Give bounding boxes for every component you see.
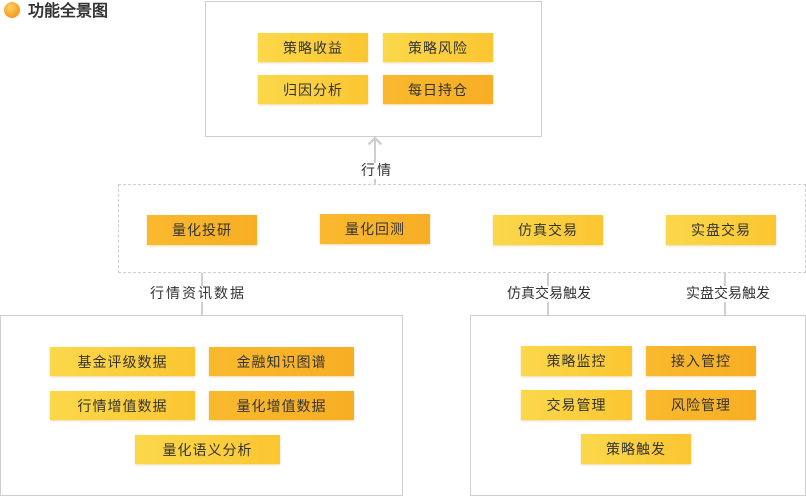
box-market-value-added-data: 行情增值数据 [50,391,195,420]
box-strategy-monitoring: 策略监控 [521,346,632,376]
box-strategy-risk: 策略风险 [383,33,493,62]
box-trade-management: 交易管理 [521,390,632,420]
box-quant-research: 量化投研 [147,215,257,245]
box-simulated-trading: 仿真交易 [493,215,603,245]
box-attribution-analysis: 归因分析 [258,75,368,104]
top-panel [205,1,542,137]
box-quant-backtest: 量化回测 [320,214,430,244]
box-live-trading: 实盘交易 [666,215,776,245]
box-daily-holdings: 每日持仓 [383,75,493,104]
page-title: 功能全景图 [28,1,109,20]
title-bullet-icon [4,2,20,18]
box-fund-rating-data: 基金评级数据 [50,347,195,376]
box-strategy-trigger: 策略触发 [581,434,691,464]
box-financial-knowledge-graph: 金融知识图谱 [209,347,354,376]
label-quote-data: 行情 [359,163,395,179]
box-access-control: 接入管控 [646,346,756,376]
box-risk-management: 风险管理 [646,390,756,420]
box-quant-value-added-data: 量化增值数据 [209,391,354,420]
label-live-trade-trigger: 实盘交易触发 [684,286,772,302]
label-sim-trade-trigger: 仿真交易触发 [505,286,593,302]
label-market-info-data: 行情资讯数据 [148,286,248,302]
box-strategy-return: 策略收益 [258,33,368,62]
box-quant-semantic-analysis: 量化语义分析 [135,435,280,464]
